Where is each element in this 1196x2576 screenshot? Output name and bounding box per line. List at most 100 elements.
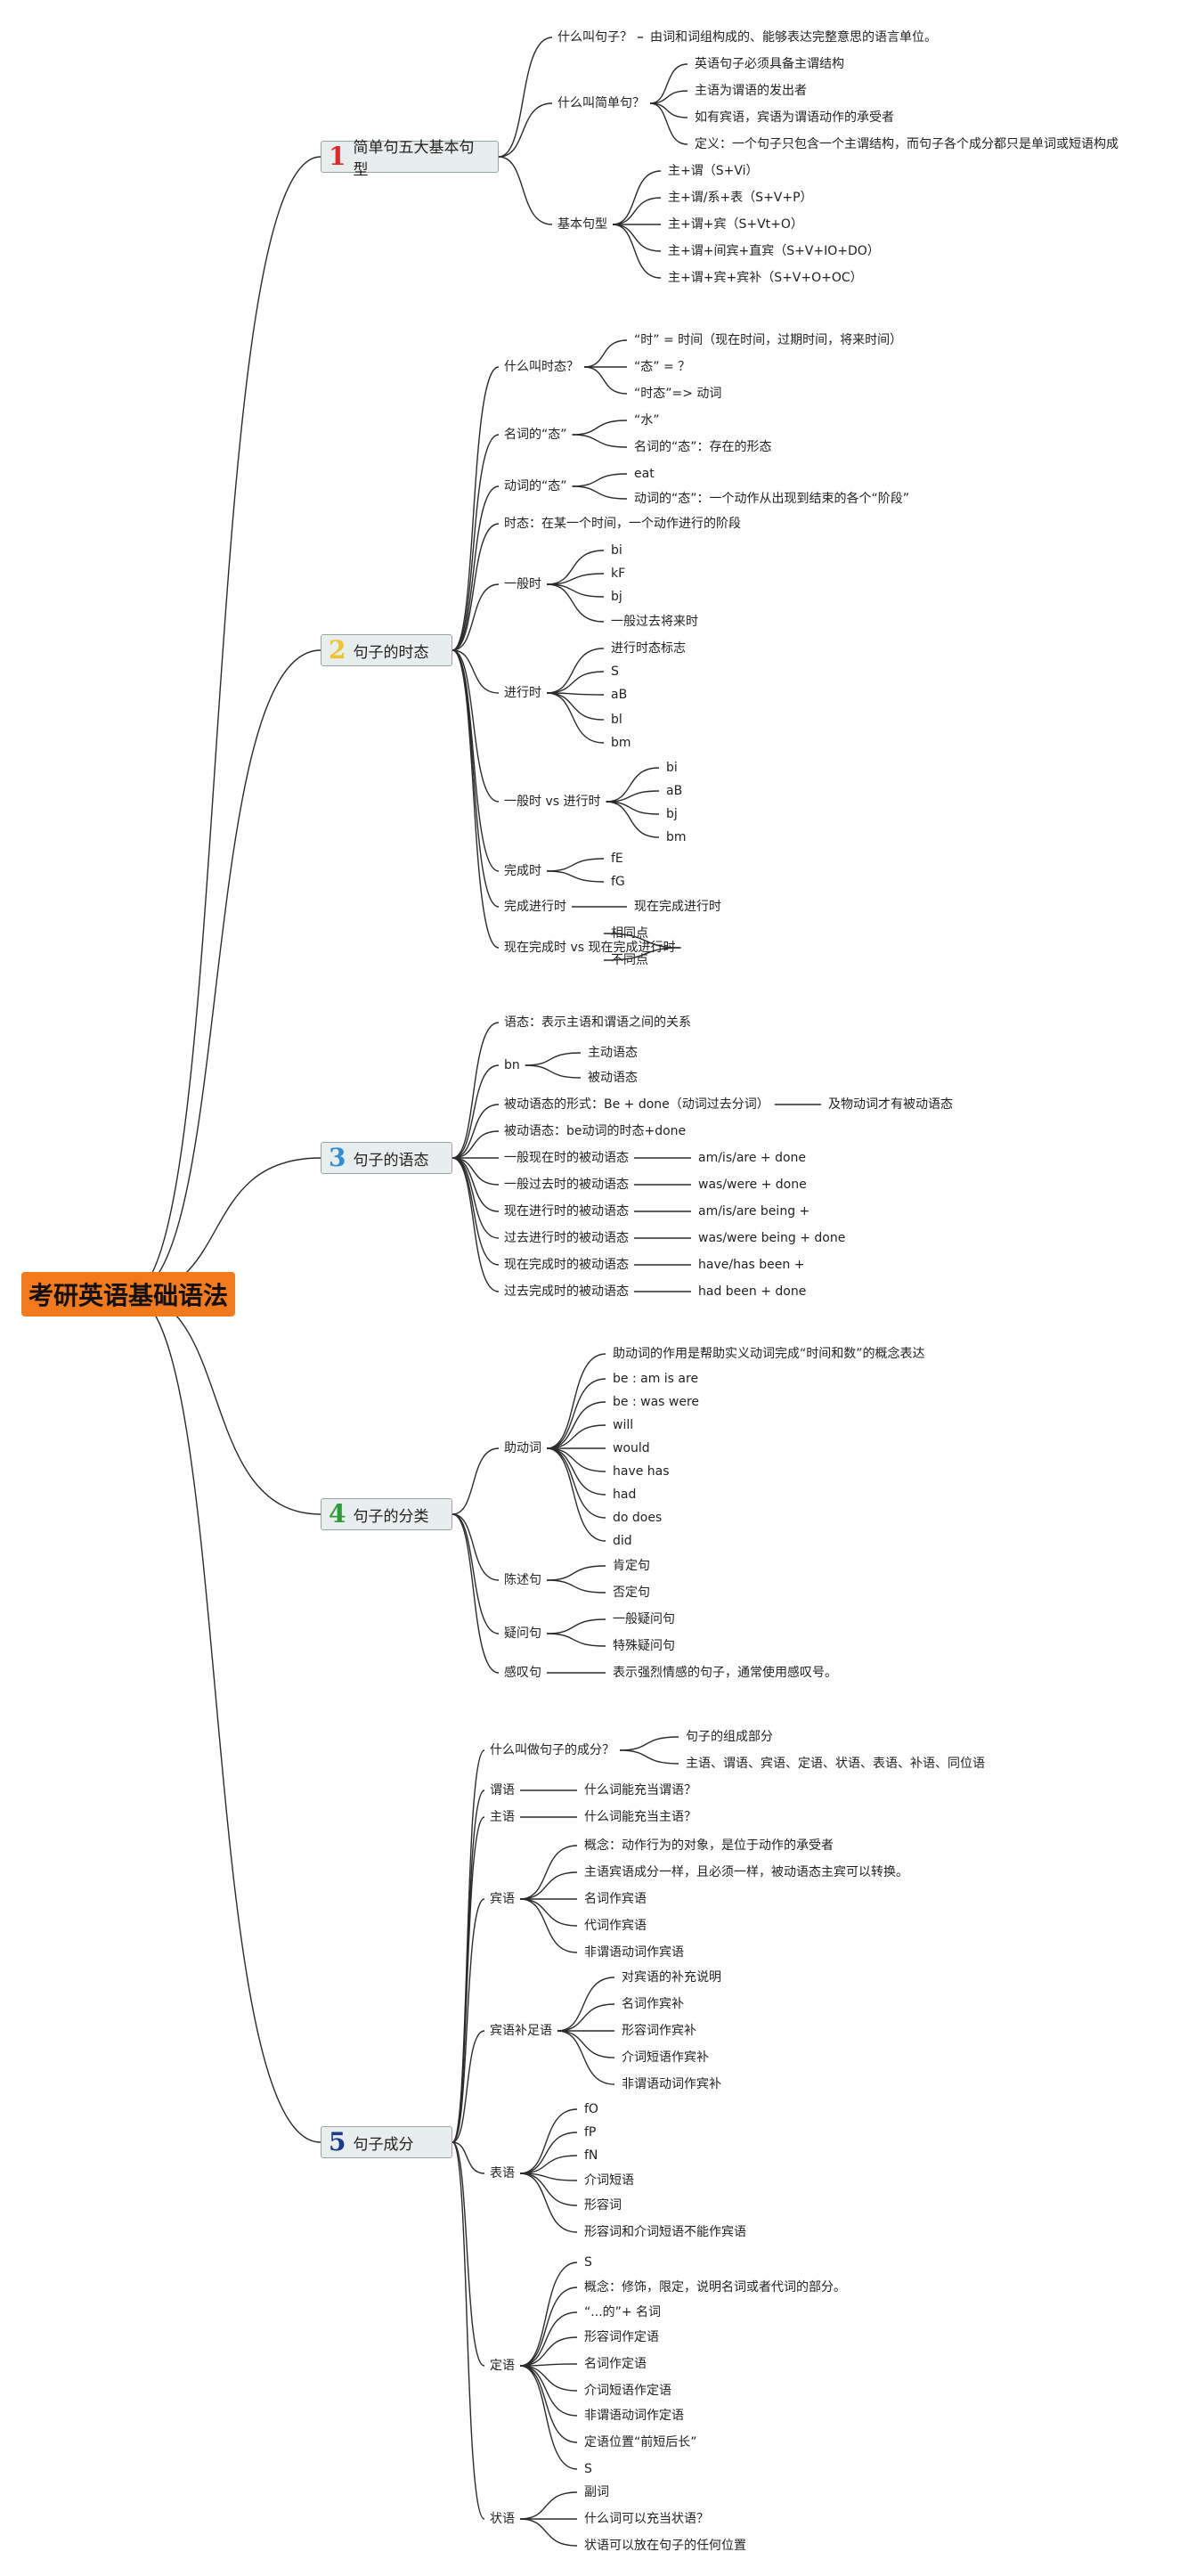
detail-node[interactable]: will (613, 1418, 634, 1432)
detail-node[interactable]: be : am is are (613, 1372, 699, 1386)
detail-node[interactable]: bi (666, 761, 678, 775)
topic-node[interactable]: 时态：在某一个时间，一个动作进行的阶段 (504, 517, 741, 531)
detail-node[interactable]: had (613, 1488, 637, 1502)
detail-node[interactable]: 主语、谓语、宾语、定语、状语、表语、补语、同位语 (686, 1757, 985, 1771)
topic-node[interactable]: 疑问句 (504, 1626, 541, 1641)
detail-node[interactable]: 主语宾语成分一样，且必须一样，被动语态主宾可以转换。 (584, 1865, 908, 1879)
topic-node[interactable]: 一般时 vs 进行时 (504, 795, 601, 809)
detail-node[interactable]: 现在完成进行时 (634, 900, 721, 914)
detail-node[interactable]: 形容词作宾补 (622, 2024, 696, 2038)
detail-node[interactable]: 什么词能充当谓语？ (584, 1783, 696, 1797)
detail-node[interactable]: 英语句子必须具备主谓结构 (695, 57, 844, 71)
detail-node[interactable]: 状语可以放在句子的任何位置 (584, 2539, 746, 2553)
topic-node[interactable]: 助动词 (504, 1441, 541, 1455)
detail-node[interactable]: 副词 (584, 2485, 609, 2499)
detail-node[interactable]: 进行时态标志 (611, 641, 686, 656)
topic-node[interactable]: 一般现在时的被动语态 (504, 1151, 629, 1165)
detail-node[interactable]: S (584, 2462, 592, 2476)
detail-node[interactable]: fP (584, 2125, 597, 2140)
detail-node[interactable]: 定义：一个句子只包含一个主谓结构，而句子各个成分都只是单词或短语构成 (695, 137, 1119, 151)
topic-node[interactable]: 被动语态的形式：Be + done（动词过去分词） (504, 1097, 769, 1112)
detail-node[interactable]: 主动语态 (588, 1046, 638, 1060)
detail-node[interactable]: am/is/are being + (698, 1204, 810, 1219)
topic-node[interactable]: 现在完成时的被动语态 (504, 1258, 629, 1272)
detail-node[interactable]: “时” = 时间（现在时间，过期时间，将来时间） (634, 333, 903, 347)
detail-node[interactable]: 非谓语动词作定语 (584, 2409, 684, 2423)
detail-node[interactable]: 主+谓+宾+宾补（S+V+O+OC） (668, 271, 863, 285)
topic-node[interactable]: 宾语 (490, 1892, 515, 1906)
root-topic[interactable]: 考研英语基础语法 (21, 1272, 235, 1317)
detail-node[interactable]: 主+谓+间宾+直宾（S+V+IO+DO） (668, 244, 880, 258)
topic-node[interactable]: 完成进行时 (504, 900, 566, 914)
detail-node[interactable]: was/were being + done (698, 1231, 846, 1245)
detail-node[interactable]: 介词短语作定语 (584, 2384, 671, 2398)
topic-node[interactable]: 什么叫简单句？ (557, 96, 645, 110)
detail-node[interactable]: bj (666, 807, 678, 821)
detail-node[interactable]: fN (584, 2148, 598, 2163)
topic-node[interactable]: 现在完成时 vs 现在完成进行时 (504, 941, 676, 955)
detail-node[interactable]: 概念：修饰，限定，说明名词或者代词的部分。 (584, 2280, 846, 2295)
detail-node[interactable]: am/is/are + done (698, 1151, 807, 1165)
topic-node[interactable]: 基本句型 (557, 217, 607, 232)
detail-node[interactable]: bl (611, 713, 622, 727)
detail-node[interactable]: S (611, 664, 619, 679)
detail-node[interactable]: 如有宾语，宾语为谓语动作的承受者 (695, 110, 894, 125)
detail-node[interactable]: 非谓语动词作宾语 (584, 1945, 684, 1960)
detail-node[interactable]: eat (634, 467, 655, 481)
detail-node[interactable]: 名词作宾语 (584, 1892, 647, 1906)
detail-node[interactable]: 由词和词组构成的、能够表达完整意思的语言单位。 (650, 30, 937, 45)
detail-node[interactable]: 一般疑问句 (613, 1612, 675, 1626)
detail-node[interactable]: 肯定句 (613, 1559, 650, 1573)
detail-node[interactable]: “水” (634, 413, 660, 428)
detail-node[interactable]: aB (611, 688, 628, 702)
detail-node[interactable]: 主+谓/系+表（S+V+P） (668, 191, 813, 205)
detail-node[interactable]: fO (584, 2102, 598, 2116)
topic-node[interactable]: 进行时 (504, 686, 541, 700)
topic-node[interactable]: 一般时 (504, 577, 541, 591)
detail-node[interactable]: 句子的组成部分 (686, 1730, 773, 1744)
topic-node[interactable]: 完成时 (504, 864, 541, 878)
detail-node[interactable]: “...的”+ 名词 (584, 2305, 662, 2319)
detail-node[interactable]: kF (611, 567, 626, 581)
topic-node[interactable]: 什么叫时态？ (504, 360, 579, 374)
detail-node[interactable]: have/has been + (698, 1258, 805, 1272)
detail-node[interactable]: fE (611, 852, 623, 866)
topic-node[interactable]: bn (504, 1058, 520, 1072)
topic-node[interactable]: 过去完成时的被动语态 (504, 1284, 629, 1299)
detail-node[interactable]: 主+谓（S+Vi） (668, 164, 759, 178)
detail-node[interactable]: 什么词可以充当状语？ (584, 2512, 709, 2526)
detail-node[interactable]: aB (666, 784, 683, 798)
detail-node[interactable]: 相同点 (611, 926, 648, 941)
detail-node[interactable]: 名词的“态”：存在的形态 (634, 440, 772, 454)
detail-node[interactable]: bi (611, 543, 622, 558)
detail-node[interactable]: do does (613, 1511, 663, 1525)
detail-node[interactable]: 什么词能充当主语？ (584, 1810, 696, 1824)
topic-node[interactable]: 什么叫做句子的成分？ (490, 1743, 614, 1757)
detail-node[interactable]: did (613, 1534, 632, 1548)
detail-node[interactable]: 代词作宾语 (584, 1919, 647, 1933)
topic-node[interactable]: 感叹句 (504, 1666, 541, 1680)
topic-node[interactable]: 动词的“态” (504, 479, 567, 493)
detail-node[interactable]: 主语为谓语的发出者 (695, 84, 807, 98)
detail-node[interactable]: was/were + done (698, 1178, 807, 1192)
topic-node[interactable]: 什么叫句子？ (557, 30, 632, 45)
detail-node[interactable]: 定语位置“前短后长” (584, 2435, 697, 2450)
topic-node[interactable]: 主语 (490, 1810, 515, 1824)
detail-node[interactable]: S (584, 2255, 592, 2270)
detail-node[interactable]: 介词短语 (584, 2173, 634, 2188)
detail-node[interactable]: bm (611, 736, 631, 750)
detail-node[interactable]: 概念：动作行为的对象，是位于动作的承受者 (584, 1838, 834, 1853)
detail-node[interactable]: have has (613, 1464, 670, 1479)
topic-node[interactable]: 表语 (490, 2166, 515, 2181)
detail-node[interactable]: 对宾语的补充说明 (622, 1970, 721, 1985)
detail-node[interactable]: 否定句 (613, 1586, 650, 1600)
detail-node[interactable]: fG (611, 875, 625, 889)
topic-node[interactable]: 过去进行时的被动语态 (504, 1231, 629, 1245)
detail-node[interactable]: “时态”=> 动词 (634, 387, 722, 401)
detail-node[interactable]: 主+谓+宾（S+Vt+O） (668, 217, 803, 232)
